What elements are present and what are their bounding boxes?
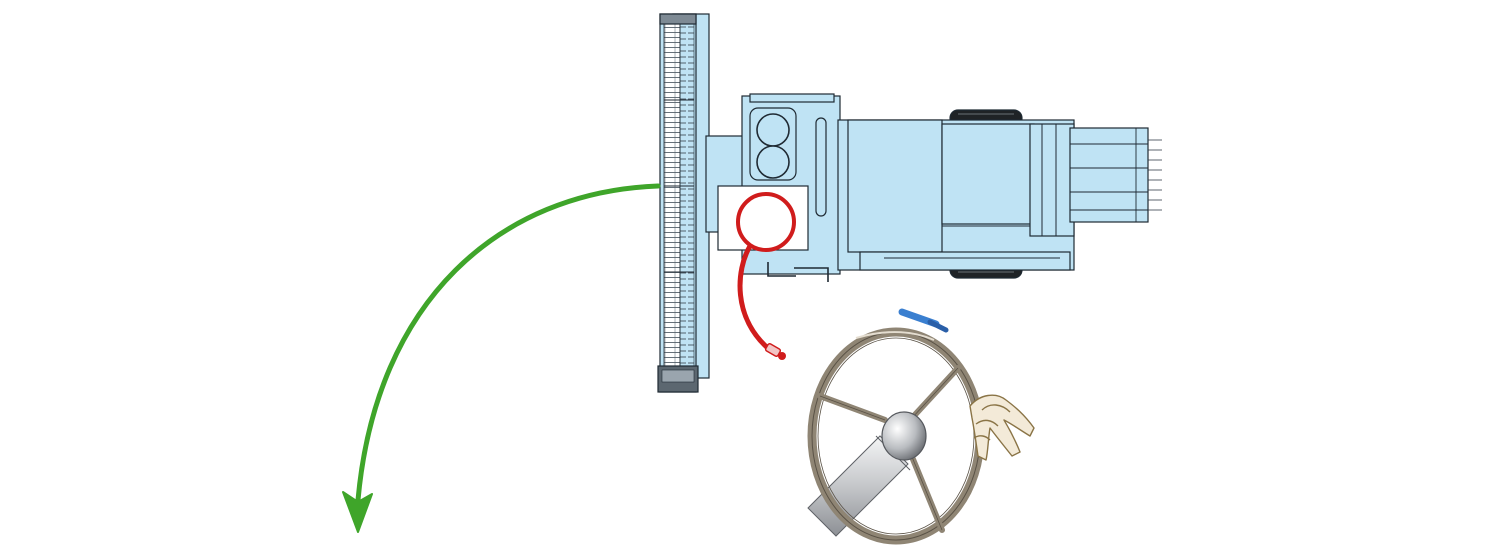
cab-section bbox=[717, 93, 841, 275]
header-platform bbox=[657, 13, 710, 393]
turn-direction-arrow bbox=[342, 183, 661, 533]
main-body bbox=[837, 109, 1075, 279]
hydraulic-hose bbox=[736, 192, 796, 360]
blue-lever bbox=[898, 308, 949, 333]
steering-hub bbox=[881, 411, 927, 461]
access-ladder bbox=[767, 262, 829, 282]
rear-section bbox=[1069, 127, 1162, 223]
steering-wheel bbox=[807, 327, 985, 545]
combine-harvester bbox=[657, 13, 1162, 393]
hand-on-wheel bbox=[969, 394, 1035, 461]
